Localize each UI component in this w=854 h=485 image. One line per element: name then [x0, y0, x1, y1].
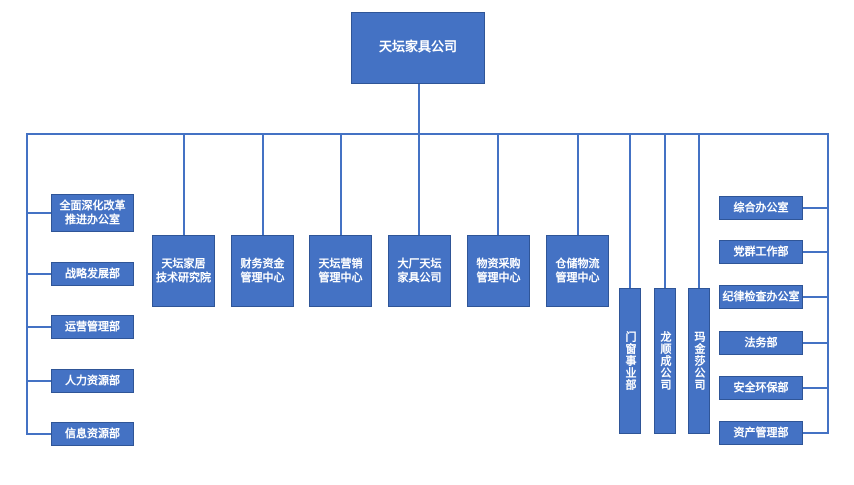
left-branch-line — [26, 380, 51, 382]
vertical-node: 龙顺成公司 — [654, 288, 676, 434]
right-node: 综合办公室 — [719, 196, 803, 220]
middle-node-label: 大厂天坛 家具公司 — [397, 257, 442, 284]
right-branch-line — [803, 342, 828, 344]
right-branch-line — [803, 207, 828, 209]
middle-drop-line — [577, 133, 579, 235]
left-node-label: 全面深化改革 推进办公室 — [59, 199, 126, 226]
left-node-label: 人力资源部 — [65, 374, 120, 387]
middle-node-label: 天坛营销 管理中心 — [318, 257, 363, 284]
middle-node: 大厂天坛 家具公司 — [388, 235, 451, 307]
right-node-label: 安全环保部 — [733, 381, 789, 394]
left-node-label: 运营管理部 — [65, 320, 120, 333]
middle-drop-line — [262, 133, 264, 235]
middle-node: 仓储物流 管理中心 — [546, 235, 609, 307]
main-horizontal-line — [26, 133, 829, 135]
vertical-drop-line — [664, 133, 666, 288]
right-branch-line — [803, 432, 828, 434]
left-node: 运营管理部 — [51, 315, 134, 339]
middle-node: 财务资金 管理中心 — [231, 235, 294, 307]
vertical-node: 门窗事业部 — [619, 288, 641, 434]
right-node-label: 资产管理部 — [733, 426, 789, 439]
middle-node: 天坛家居 技术研究院 — [152, 235, 215, 307]
left-trunk-line — [26, 133, 28, 434]
right-node: 安全环保部 — [719, 376, 803, 400]
vertical-node: 玛金莎公司 — [688, 288, 710, 434]
vertical-node-label: 门窗事业部 — [624, 331, 637, 391]
middle-drop-line — [418, 133, 420, 235]
middle-node-label: 仓储物流 管理中心 — [555, 257, 600, 284]
left-node: 人力资源部 — [51, 369, 134, 393]
right-branch-line — [803, 387, 828, 389]
left-branch-line — [26, 326, 51, 328]
right-branch-line — [803, 296, 828, 298]
middle-node: 物资采购 管理中心 — [467, 235, 530, 307]
right-node-label: 综合办公室 — [733, 201, 789, 214]
right-trunk-line — [827, 133, 829, 434]
left-node: 信息资源部 — [51, 422, 134, 446]
right-node: 党群工作部 — [719, 240, 803, 264]
right-node-label: 党群工作部 — [733, 245, 789, 258]
vertical-node-label: 龙顺成公司 — [659, 331, 672, 391]
middle-drop-line — [183, 133, 185, 235]
right-node-label: 法务部 — [744, 336, 778, 349]
right-node: 纪律检查办公室 — [719, 285, 803, 309]
left-branch-line — [26, 273, 51, 275]
left-node-label: 战略发展部 — [65, 267, 120, 280]
vertical-drop-line — [698, 133, 700, 288]
left-node: 战略发展部 — [51, 262, 134, 286]
vertical-node-label: 玛金莎公司 — [693, 331, 706, 391]
left-node-label: 信息资源部 — [65, 427, 120, 440]
root-node: 天坛家具公司 — [351, 12, 485, 84]
middle-drop-line — [497, 133, 499, 235]
root-node-label: 天坛家具公司 — [378, 40, 457, 55]
right-branch-line — [803, 251, 828, 253]
right-node: 法务部 — [719, 331, 803, 355]
root-stem-line — [418, 84, 420, 134]
middle-node-label: 天坛家居 技术研究院 — [156, 257, 211, 284]
vertical-drop-line — [629, 133, 631, 288]
middle-node-label: 物资采购 管理中心 — [476, 257, 521, 284]
left-branch-line — [26, 433, 51, 435]
middle-node: 天坛营销 管理中心 — [309, 235, 372, 307]
left-branch-line — [26, 212, 51, 214]
middle-node-label: 财务资金 管理中心 — [240, 257, 285, 284]
left-node: 全面深化改革 推进办公室 — [51, 194, 134, 232]
right-node-label: 纪律检查办公室 — [722, 290, 800, 303]
right-node: 资产管理部 — [719, 421, 803, 445]
middle-drop-line — [340, 133, 342, 235]
